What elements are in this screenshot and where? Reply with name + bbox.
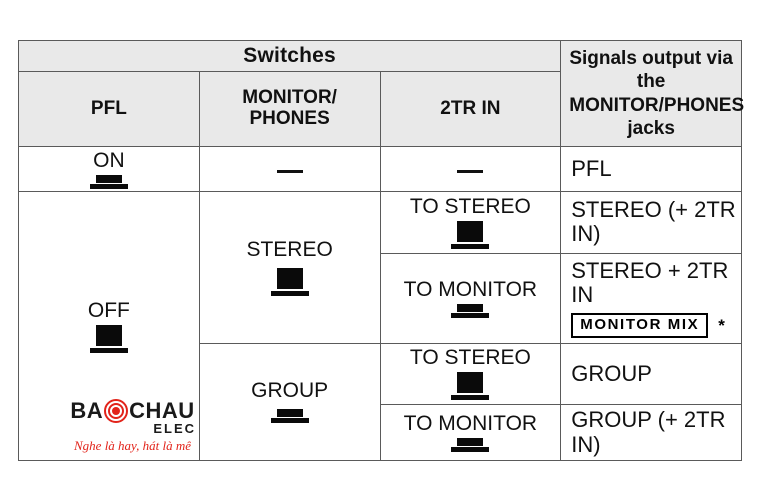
monitor-mix-tag: MONITOR MIX (571, 313, 709, 338)
cell-monitor-phones-stereo: STEREO (198, 191, 381, 344)
header-col-2tr-in: 2TR IN (379, 71, 562, 147)
table-header-row-columns: PFL MONITOR/ PHONES 2TR IN (18, 71, 742, 147)
output-label: STEREO + 2TR IN (571, 257, 729, 308)
monitor-stereo-label: STEREO (246, 238, 333, 262)
switch-matrix-table-wrapper: Switches Signals output via the MONITOR/… (17, 40, 744, 462)
header-output-column: Signals output via the MONITOR/PHONES ja… (560, 40, 745, 147)
cell-pfl-on: ON (18, 145, 200, 193)
switch-pressed-icon (89, 174, 128, 189)
output-label: STEREO (+ 2TR IN) (571, 197, 736, 247)
switch-raised-icon (270, 268, 309, 297)
table-row: ON PFL (18, 145, 742, 193)
header-col-monitor-phones-line2: PHONES (249, 108, 330, 129)
cell-monitor-phones-group: GROUP (198, 342, 381, 462)
tr2-to-monitor-label: TO MONITOR (403, 411, 538, 435)
output-label: GROUP (+ 2TR IN) (571, 407, 726, 457)
monitor-group-stack: GROUP (200, 379, 380, 424)
switch-pressed-icon (451, 438, 490, 453)
table-row: GROUP TO STEREO GROUP (19, 342, 742, 462)
pfl-off-label: OFF (87, 298, 130, 322)
header-group-switches: Switches (17, 40, 562, 72)
dash-icon (457, 170, 484, 174)
cell-2tr-in-to-stereo-group: TO STEREO (379, 342, 562, 406)
table-row: TO MONITOR STEREO + 2TR IN MONITOR MIX * (19, 252, 742, 344)
header-col-monitor-phones: MONITOR/ PHONES (198, 71, 381, 147)
switch-raised-icon (89, 324, 128, 353)
header-col-pfl: PFL (18, 71, 200, 147)
tr2-to-monitor-stack-2: TO MONITOR (381, 411, 561, 453)
switch-matrix-table: Switches Signals output via the MONITOR/… (17, 40, 744, 462)
switch-raised-icon (451, 372, 490, 401)
switch-pressed-icon (270, 409, 309, 424)
switch-pressed-icon (451, 303, 490, 318)
cell-output-group-plus-2tr: GROUP (+ 2TR IN) (560, 404, 742, 461)
pfl-on-label: ON (93, 148, 125, 172)
pfl-on-stack: ON (19, 148, 199, 189)
cell-2tr-in-to-monitor: TO MONITOR (379, 252, 562, 344)
tr2-to-monitor-label: TO MONITOR (403, 277, 538, 301)
tr2-to-stereo-stack-2: TO STEREO (381, 346, 561, 401)
cell-output-pfl: PFL (560, 145, 742, 193)
monitor-stereo-stack: STEREO (200, 238, 380, 297)
cell-2tr-in-none (379, 145, 562, 193)
tr2-to-stereo-label: TO STEREO (409, 346, 531, 370)
cell-output-group: GROUP (560, 342, 742, 406)
tr2-to-stereo-label: TO STEREO (409, 194, 531, 218)
tr2-to-monitor-stack: TO MONITOR (381, 277, 561, 318)
dash-icon (276, 170, 303, 174)
switch-raised-icon (451, 221, 490, 249)
output-label: PFL (571, 156, 612, 182)
cell-2tr-in-to-monitor-group: TO MONITOR (379, 404, 562, 461)
pfl-off-stack: OFF (19, 298, 199, 353)
header-col-monitor-phones-line1: MONITOR/ (242, 87, 337, 109)
cell-output-stereo-2tr-monitormix: STEREO + 2TR IN MONITOR MIX * (560, 252, 742, 344)
table-header-row-group: Switches Signals output via the MONITOR/… (17, 40, 744, 147)
cell-monitor-phones-none (198, 145, 381, 193)
tr2-to-stereo-stack: TO STEREO (381, 194, 561, 249)
header-output-line1: Signals output via the (569, 48, 733, 93)
cell-pfl-off: OFF (18, 191, 200, 461)
header-output-line3: jacks (627, 117, 675, 139)
table-row: OFF STEREO TO (18, 191, 742, 461)
output-tag-row: MONITOR MIX * (571, 313, 741, 338)
footnote-asterisk: * (718, 315, 725, 335)
cell-2tr-in-to-stereo: TO STEREO (379, 191, 562, 254)
table-row: TO MONITOR GROUP (+ 2TR IN) (19, 404, 742, 461)
output-label: GROUP (571, 360, 652, 386)
monitor-group-label: GROUP (251, 379, 329, 403)
header-output-line2: MONITOR/PHONES (569, 94, 745, 116)
cell-output-stereo-plus-2tr: STEREO (+ 2TR IN) (560, 191, 742, 254)
